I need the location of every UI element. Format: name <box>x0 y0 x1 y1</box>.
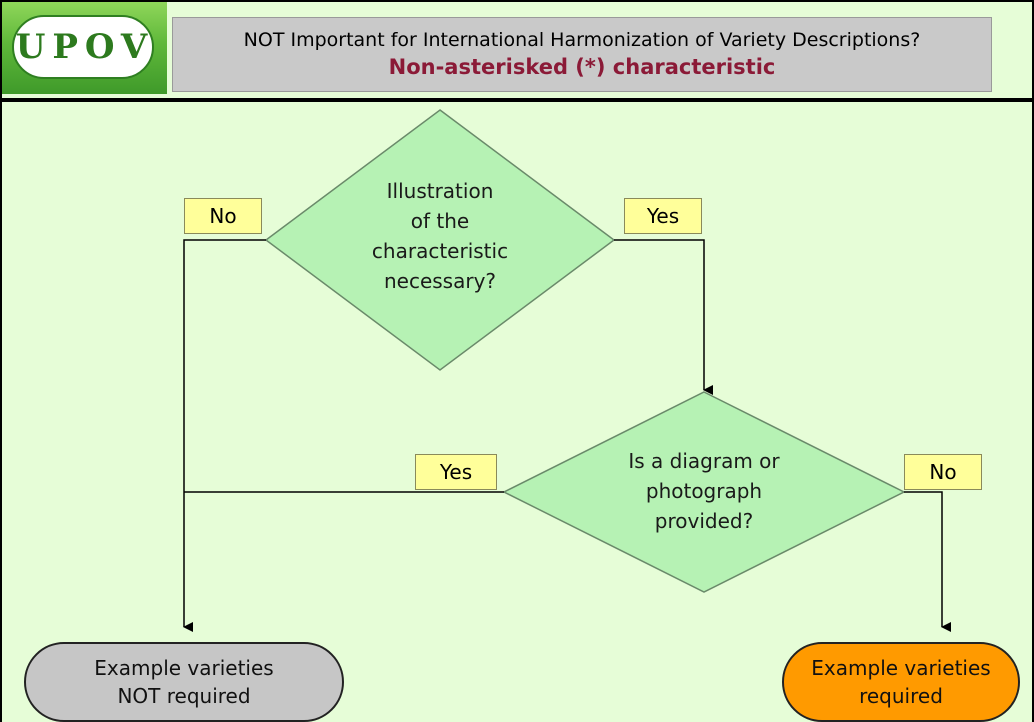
header-divider <box>2 98 1032 102</box>
decision-2-line: photograph <box>645 479 763 503</box>
decision-2-no-label: No <box>904 454 982 490</box>
connector-no-2 <box>904 491 951 632</box>
decision-2-yes-label: Yes <box>415 454 497 490</box>
decision-1-yes-label: Yes <box>624 198 702 234</box>
logo-text: UPOV <box>15 27 155 67</box>
decision-1-text: Illustration of the characteristic neces… <box>340 176 540 296</box>
outcome-not-required: Example varieties NOT required <box>24 642 344 722</box>
decision-1-no-label: No <box>184 198 262 234</box>
decision-1-line: Illustration <box>386 179 494 203</box>
outcome-not-required-line2: NOT required <box>117 684 251 708</box>
connector-no-1 <box>183 239 266 632</box>
outcome-required: Example varieties required <box>782 642 1020 722</box>
decision-1-line: characteristic <box>371 239 509 263</box>
logo-pill: UPOV <box>12 15 154 79</box>
decision-2-text: Is a diagram or photograph provided? <box>594 446 814 536</box>
outcome-required-line2: required <box>859 684 943 708</box>
decision-1-diamond <box>264 109 616 371</box>
decision-1-line: of the <box>410 209 470 233</box>
page-subtitle: Non-asterisked (*) characteristic <box>388 55 776 79</box>
outcome-not-required-line1: Example varieties <box>94 656 274 680</box>
connector-yes-1 <box>614 239 713 395</box>
decision-2-diamond <box>502 391 906 593</box>
decision-1-line: necessary? <box>383 269 497 293</box>
page-title: NOT Important for International Harmoniz… <box>243 29 921 51</box>
header-band: NOT Important for International Harmoniz… <box>172 17 992 92</box>
upov-logo: UPOV <box>2 2 167 94</box>
decision-2-line: Is a diagram or <box>628 449 780 473</box>
outcome-required-line1: Example varieties <box>811 656 991 680</box>
decision-2-line: provided? <box>654 509 754 533</box>
